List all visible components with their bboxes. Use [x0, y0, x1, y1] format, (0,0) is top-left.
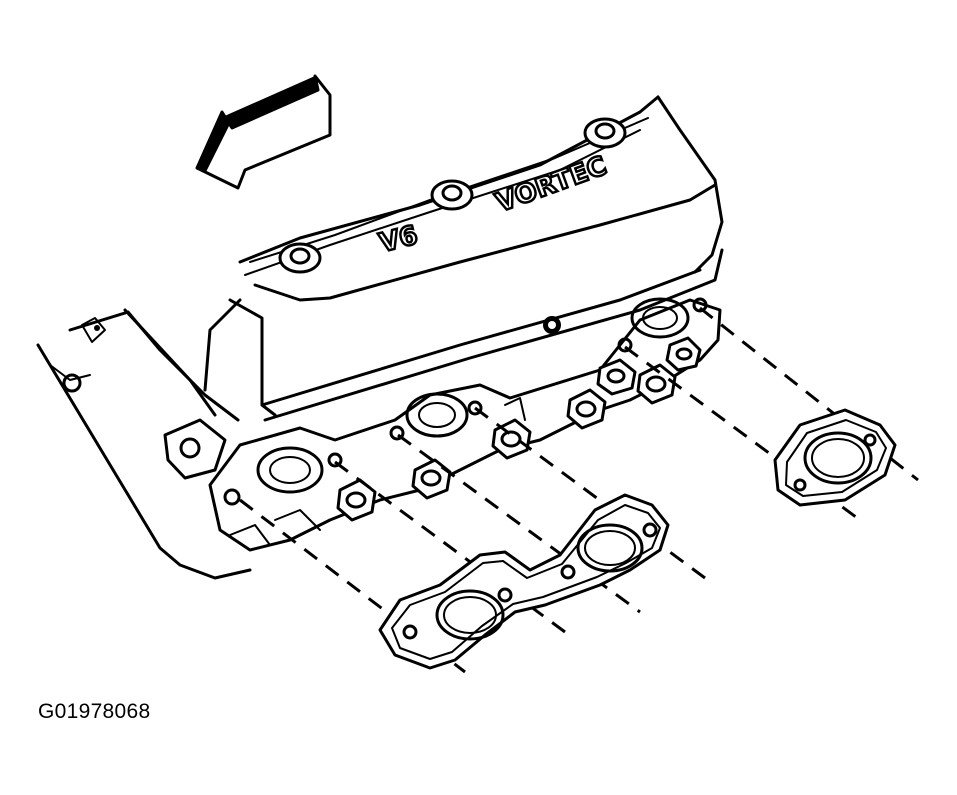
bolt-icon	[636, 363, 677, 405]
bolt-icon	[665, 336, 702, 372]
direction-arrow-icon	[195, 74, 332, 190]
bolt-icon	[430, 179, 474, 211]
bolt-icon	[411, 458, 452, 500]
figure-id-label: G01978068	[38, 700, 151, 723]
exhaust-port-flange	[208, 297, 722, 552]
bolt-icon	[596, 358, 637, 396]
cover-emblem-vortec: VORTEC	[492, 151, 611, 219]
bolt-icon	[278, 242, 322, 274]
bolt-icon	[583, 117, 627, 149]
exhaust-manifold-gasket-single	[773, 408, 897, 507]
bolt-icon	[566, 388, 607, 430]
cover-emblem-v6: V6	[376, 220, 420, 258]
exhaust-manifold-gasket-double	[378, 493, 670, 670]
